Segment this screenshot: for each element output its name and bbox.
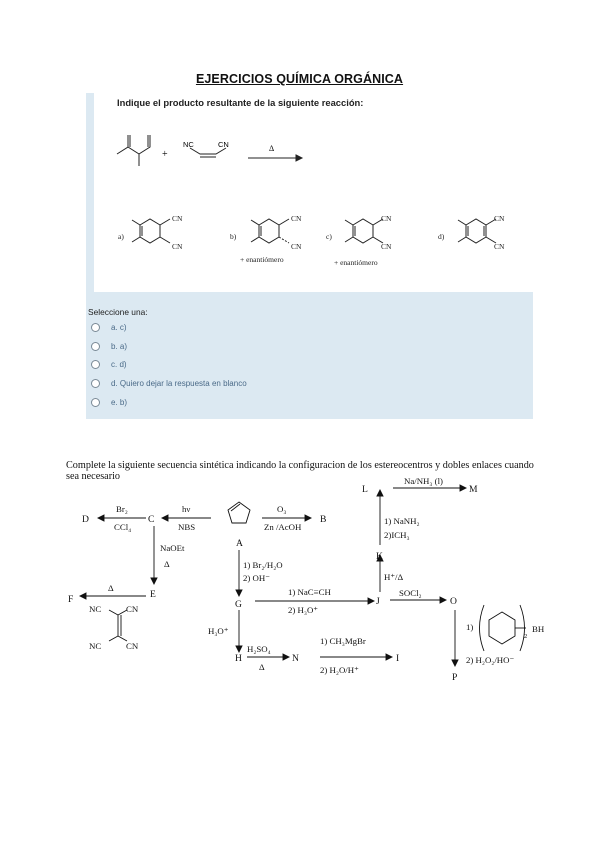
node-J: J [376, 596, 380, 607]
choice-label: c. d) [111, 359, 127, 369]
reagent-nbs: NBS [178, 522, 195, 532]
reagent-h2so4: H₂SO₄ [247, 644, 271, 654]
node-D: D [82, 514, 89, 525]
option-b-cn-top: CN [291, 214, 302, 223]
reagent-bh-subscript: 2 [524, 633, 527, 640]
reagent-h-heat: H⁺/Δ [384, 572, 403, 582]
choice-label: d. Quiero dejar la respuesta en blanco [111, 378, 247, 388]
option-b-cn-bottom: CN [291, 242, 302, 251]
node-E: E [150, 589, 156, 600]
question-content [94, 93, 533, 292]
option-a-cn-bottom: CN [172, 242, 183, 251]
diene-molecule [116, 135, 151, 166]
choice-5[interactable]: e. b) [91, 395, 127, 409]
reagent-o3: O₃ [277, 504, 286, 514]
f-cn-1: CN [126, 604, 139, 614]
reagent-nc: NC [183, 140, 194, 149]
option-d-structure [457, 218, 497, 244]
page-title: EJERCICIOS QUÍMICA ORGÁNICA [195, 72, 404, 86]
radio-button[interactable] [91, 341, 100, 351]
reagent-zn-acoh: Zn /AcOH [264, 522, 302, 532]
choice-label: e. b) [111, 397, 128, 407]
reagent-heat-1: Δ [164, 559, 170, 569]
node-O: O [450, 596, 457, 607]
radio-button[interactable] [91, 378, 100, 388]
option-c-note: + enantiómero [334, 258, 378, 267]
reagent-bh: BH [532, 624, 545, 634]
dienophile-molecule [189, 147, 227, 155]
f-nc-1: NC [89, 604, 101, 614]
reagent-br2: Br₂ [116, 504, 128, 514]
option-a-letter: a) [118, 232, 124, 241]
reagent-step1: 1) [466, 622, 473, 632]
reagent-oh: 2) OH⁻ [243, 573, 270, 583]
choice-2[interactable]: b. a) [91, 339, 127, 353]
node-M: M [469, 484, 478, 495]
cyclopentene-molecule [227, 501, 251, 524]
reagent-h3o-1: 2) H₃O⁺ [288, 605, 318, 615]
option-b-note: + enantiómero [240, 255, 284, 264]
option-d-cn-bottom: CN [494, 242, 505, 251]
reagent-nacch: 1) NaC≡CH [288, 587, 331, 597]
option-a-cn-top: CN [172, 214, 183, 223]
reagent-cn: CN [218, 140, 229, 149]
option-c-structure [344, 218, 384, 244]
reaction-scheme-1: + NC CN Δ [116, 135, 505, 267]
reagent-nanh2: 1) NaNH₂ [384, 516, 420, 526]
question-prompt: Indique el producto resultante de la sig… [117, 97, 364, 108]
option-b-structure [250, 218, 290, 244]
reagent-h2o-h: 2) H₂O/H⁺ [320, 665, 359, 675]
choice-3[interactable]: c. d) [91, 357, 127, 371]
node-C: C [148, 514, 154, 525]
reagent-h3o-2: H₃O⁺ [208, 626, 229, 636]
reagent-naoet: NaOEt [160, 543, 185, 553]
option-d-cn-top: CN [494, 214, 505, 223]
choice-4[interactable]: d. Quiero dejar la respuesta en blanco [91, 376, 247, 390]
choice-label: b. a) [111, 341, 128, 351]
option-c-letter: c) [326, 232, 332, 241]
reagent-ich3: 2)ICH₃ [384, 530, 410, 540]
arrow-label: Δ [269, 144, 274, 153]
radio-button[interactable] [91, 322, 100, 332]
radio-button[interactable] [91, 359, 100, 369]
node-N: N [292, 653, 299, 664]
node-K: K [376, 551, 383, 562]
select-label: Seleccione una: [88, 307, 148, 317]
f-cn-2: CN [126, 641, 139, 651]
reagent-heat-2: Δ [108, 583, 114, 593]
node-G: G [235, 599, 242, 610]
reagent-ch3mgbr: 1) CH₃MgBr [320, 636, 366, 646]
option-c-cn-bottom: CN [381, 242, 392, 251]
node-I: I [396, 653, 399, 664]
reagent-ccl4: CCl₄ [114, 522, 131, 532]
node-A: A [236, 538, 243, 549]
reagent-h2o2: 2) H₂O₂/HO⁻ [466, 655, 515, 665]
option-a-structure [131, 218, 171, 244]
question2-text: Complete la siguiente secuencia sintétic… [66, 460, 534, 482]
node-P: P [452, 672, 457, 683]
radio-button[interactable] [91, 397, 100, 407]
f-nc-2: NC [89, 641, 101, 651]
plus-sign: + [162, 149, 168, 160]
node-F: F [68, 594, 73, 605]
node-B: B [320, 514, 326, 525]
reagent-br2-h2o: 1) Br₂/H₂O [243, 560, 283, 570]
reagent-hv: hν [182, 504, 190, 514]
option-d-letter: d) [438, 232, 445, 241]
node-L: L [362, 484, 368, 495]
node-H: H [235, 653, 242, 664]
reagent-socl2: SOCl₂ [399, 588, 422, 598]
reagent-heat-3: Δ [259, 662, 265, 672]
choice-label: a. c) [111, 322, 127, 332]
choice-1[interactable]: a. c) [91, 320, 127, 334]
option-c-cn-top: CN [381, 214, 392, 223]
cyclohexyl-ring [488, 611, 516, 645]
reagent-na-nh3: Na/NH₃ (l) [404, 476, 443, 486]
option-b-letter: b) [230, 232, 237, 241]
tetracyanoethylene-molecule [108, 609, 119, 616]
